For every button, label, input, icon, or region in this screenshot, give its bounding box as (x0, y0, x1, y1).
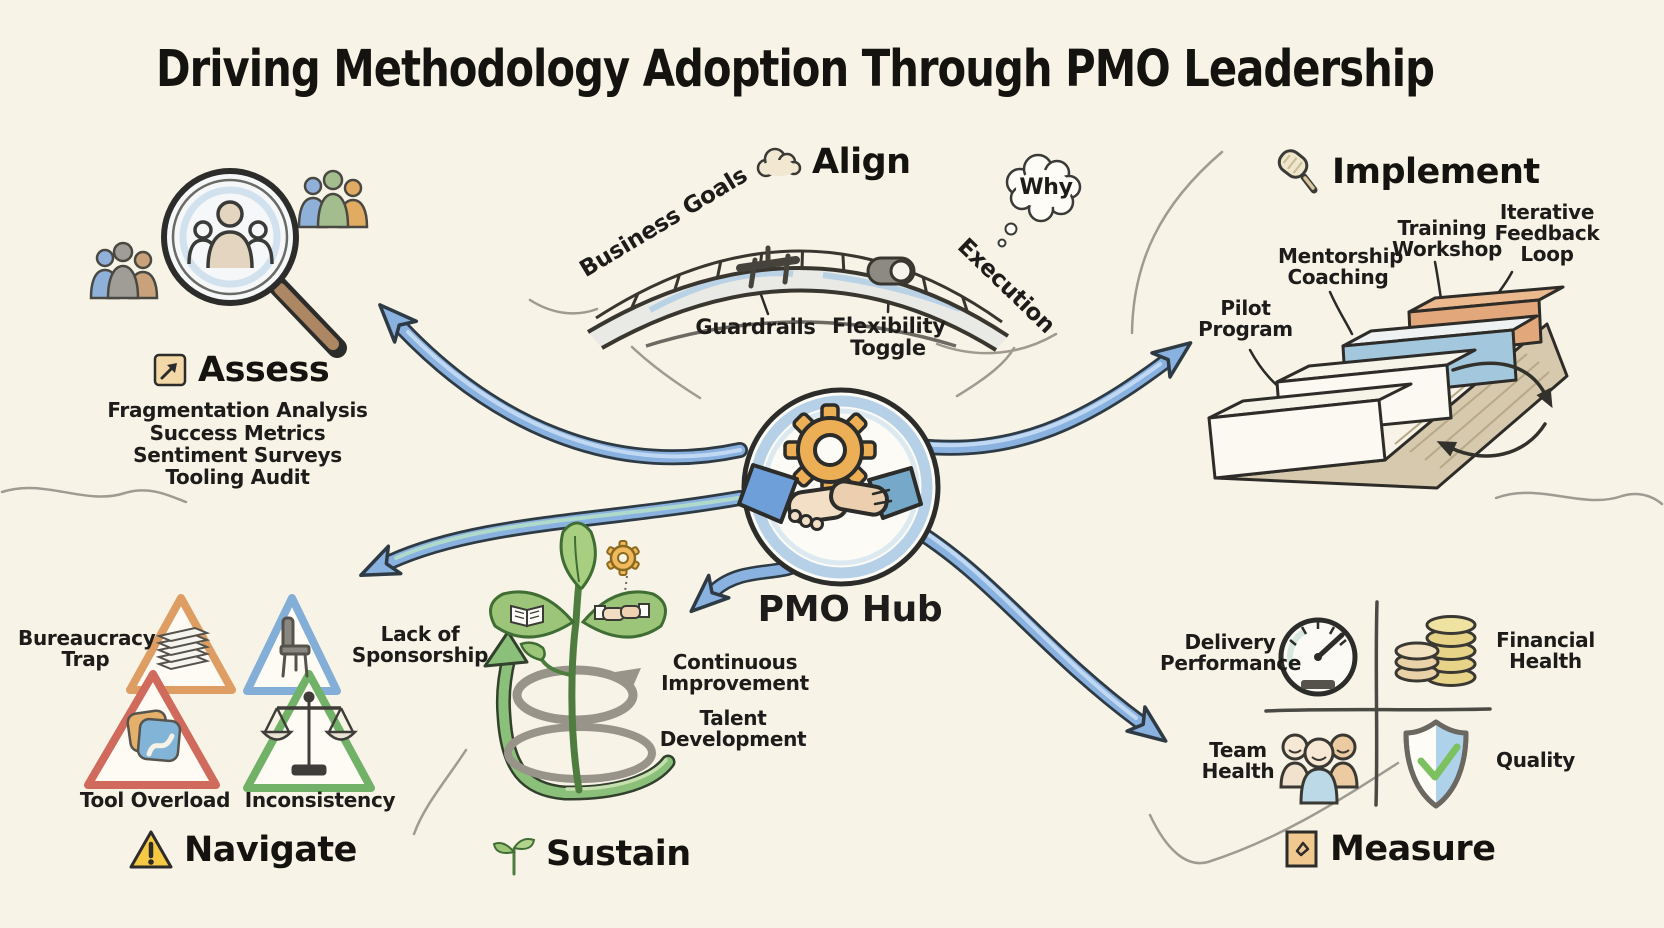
risk-triangles-illustration (84, 594, 375, 792)
delivery-performance-label: Delivery Performance (1160, 630, 1302, 676)
why-label: Why (1019, 175, 1073, 200)
tool-overload-label: Tool Overload (79, 788, 231, 812)
stairs-steps (1207, 285, 1565, 480)
gear-icon (783, 403, 877, 497)
quadrant-cross (1264, 600, 1492, 807)
scales-icon (260, 691, 358, 776)
toggle-icon (866, 256, 916, 286)
spiral-rings-icon (504, 665, 656, 783)
hub-arrows (359, 303, 1193, 743)
growth-plant-illustration (483, 521, 676, 801)
arrow-to-implement (910, 341, 1193, 456)
measure-quadrant-illustration (1264, 600, 1492, 809)
paper-stack-icon (155, 626, 211, 671)
stairs-illustration (1207, 285, 1569, 490)
measure-note-icon (1285, 830, 1318, 868)
iterative-feedback-loop-label: Iterative Feedback Loop (1494, 200, 1600, 267)
guardrail-icon (736, 245, 800, 289)
assess-item: Sentiment Surveys (133, 443, 342, 467)
plant-stem (568, 568, 584, 794)
sprout-icon (492, 838, 536, 876)
app-tiles-icon (126, 709, 182, 763)
inconsistency-label: Inconsistency (244, 788, 396, 812)
implement-heading: Implement (1274, 148, 1540, 196)
assess-heading: Assess (152, 350, 330, 390)
small-gear-icon (606, 540, 640, 576)
measure-heading: Measure (1284, 828, 1496, 870)
sustain-heading: Sustain (492, 832, 691, 876)
mini-handshake-icon (594, 603, 650, 621)
navigate-heading-label: Navigate (184, 830, 357, 870)
people-group-icon (89, 241, 159, 300)
warning-icon (129, 830, 173, 869)
training-workshop-label: Training Workshop (1392, 216, 1503, 262)
pmo-hub-illustration (737, 387, 941, 587)
bureaucracy-trap-label: Bureaucracy Trap (18, 626, 156, 672)
handshake-icon (737, 463, 923, 531)
magnifier-icon (161, 168, 347, 358)
team-people-icon (1279, 733, 1359, 805)
arrow-to-measure (900, 517, 1168, 743)
quality-label: Quality (1496, 748, 1575, 772)
iteration-loop-icon (1436, 361, 1553, 458)
bridge-illustration (586, 245, 1010, 352)
talent-development-label: Talent Development (659, 706, 807, 752)
assess-item: Fragmentation Analysis (107, 398, 368, 422)
magnifier-people-illustration (89, 168, 369, 358)
navigate-heading: Navigate (128, 828, 357, 872)
continuous-improvement-label: Continuous Improvement (661, 650, 809, 696)
flexibility-toggle-label: Flexibility Toggle (832, 314, 946, 361)
pmo-hub-label: PMO Hub (757, 589, 943, 630)
pilot-program-label: Pilot Program (1198, 296, 1293, 342)
stamp-tool-icon (1277, 149, 1318, 194)
sustain-heading-label: Sustain (546, 834, 691, 874)
coins-icon (1394, 615, 1477, 687)
team-health-label: Team Health (1201, 738, 1275, 784)
mentorship-coaching-label: Mentorship Coaching (1278, 244, 1404, 290)
empty-chair-icon (279, 616, 311, 678)
thought-bubble-icon (997, 153, 1082, 248)
arrow-to-assess (378, 303, 748, 466)
align-heading: Align (752, 142, 911, 182)
guardrails-label: Guardrails (695, 315, 816, 339)
cloud-icon (756, 147, 802, 178)
book-icon (510, 604, 544, 628)
assess-chart-icon (153, 353, 187, 387)
assess-item: Success Metrics (149, 421, 326, 445)
assess-item: Tooling Audit (165, 465, 310, 489)
lack-of-sponsorship-label: Lack of Sponsorship (351, 622, 489, 668)
gauge-icon (1278, 617, 1358, 697)
arrow-to-navigate (359, 490, 748, 577)
pencil-flourish-lines (0, 150, 1664, 865)
financial-health-label: Financial Health (1496, 628, 1595, 674)
implement-heading-label: Implement (1332, 152, 1540, 192)
align-heading-label: Align (812, 142, 911, 182)
assess-heading-label: Assess (198, 350, 330, 390)
quality-shield-icon (1403, 719, 1469, 809)
top-leaf-icon (559, 521, 597, 590)
page-title: Driving Methodology Adoption Through PMO… (155, 40, 1435, 99)
measure-heading-label: Measure (1330, 829, 1496, 869)
growth-arrow-icon (483, 630, 676, 801)
people-group-icon (297, 169, 369, 229)
